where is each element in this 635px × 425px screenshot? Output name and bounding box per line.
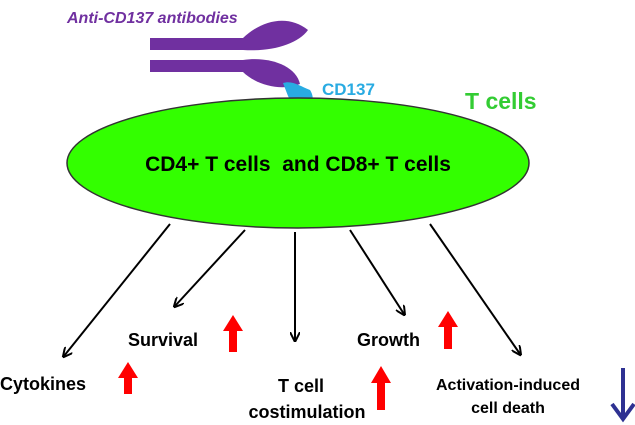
arrow-to-growth <box>349 229 404 314</box>
arrow-to-cytokines <box>64 223 171 356</box>
arrow-to-survival <box>175 229 246 306</box>
costimulation-label-line2: costimulation <box>248 402 365 422</box>
costimulation-label-line1: T cell <box>278 376 324 396</box>
cytokines-label: Cytokines <box>0 374 86 394</box>
pathway-arrows <box>64 223 520 356</box>
growth-label: Growth <box>357 330 420 350</box>
antibody-label: Anti-CD137 antibodies <box>66 10 238 27</box>
increase-arrow-icon-cytokines <box>118 362 138 394</box>
cd137-label: CD137 <box>322 80 375 99</box>
antibody-icon <box>150 20 308 88</box>
t-cell-ellipse <box>66 97 530 229</box>
survival-label: Survival <box>128 330 198 350</box>
increase-arrow-icon-survival <box>223 315 243 352</box>
decrease-arrow-icon-aicd <box>610 368 635 423</box>
t-cells-label: T cells <box>465 88 537 114</box>
increase-arrow-icon-costimulation <box>371 366 391 410</box>
aicd-label-line1: Activation-induced <box>436 377 580 394</box>
aicd-label-line2: cell death <box>471 400 545 417</box>
cell-label: CD4+ T cells and CD8+ T cells <box>145 153 451 176</box>
arrow-to-aicd <box>429 223 520 354</box>
increase-arrow-icon-growth <box>438 311 458 349</box>
